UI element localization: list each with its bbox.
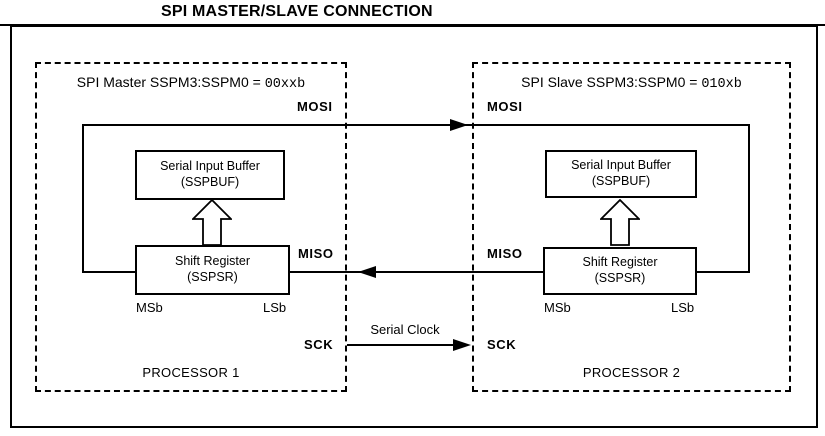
mosi-arrowhead-right-icon	[450, 119, 468, 131]
master-header: SPI Master SSPM3:SSPM0 = 00xxb	[35, 74, 347, 92]
master-lsb-label: LSb	[263, 300, 287, 315]
master-processor-label: PROCESSOR 1	[142, 365, 240, 380]
master-elbow-vertical-wire	[82, 124, 84, 273]
slave-header: SPI Slave SSPM3:SSPM0 = 010xb	[472, 74, 791, 92]
slave-elbow-horizontal-wire	[697, 271, 750, 273]
miso-arrowhead-left-icon	[358, 266, 376, 278]
master-sspsr-box: Shift Register (SSPSR)	[135, 245, 290, 295]
slave-sspsr-box: Shift Register (SSPSR)	[543, 247, 697, 295]
master-elbow-horizontal-wire	[82, 271, 135, 273]
slave-miso-pin-label: MISO	[487, 246, 523, 261]
slave-sck-pin-label: SCK	[487, 337, 517, 352]
slave-block-up-arrow-icon	[600, 199, 640, 246]
master-miso-pin-label: MISO	[298, 246, 334, 261]
slave-sspsr-line2: (SSPSR)	[594, 271, 646, 285]
master-mode-value: 00xxb	[264, 77, 306, 92]
slave-sspsr-line1: Shift Register	[582, 255, 658, 270]
master-sspsr-line2: (SSPSR)	[187, 270, 238, 284]
figure-title: SPI MASTER/SLAVE CONNECTION	[161, 3, 433, 20]
slave-msb-label: MSb	[544, 300, 571, 315]
sck-arrowhead-right-icon	[453, 339, 471, 351]
master-sspsr-line1: Shift Register	[174, 254, 251, 269]
slave-sspbuf-box: Serial Input Buffer (SSPBUF)	[545, 150, 697, 198]
slave-processor-label: PROCESSOR 2	[582, 365, 681, 380]
slave-mode-value: 010xb	[701, 77, 742, 92]
master-header-text: SPI Master SSPM3:SSPM0 =	[76, 74, 265, 90]
slave-lsb-label: LSb	[671, 300, 695, 315]
master-sck-pin-label: SCK	[304, 337, 334, 352]
serial-clock-label: Serial Clock	[370, 322, 440, 337]
master-sspbuf-box: Serial Input Buffer (SSPBUF)	[135, 150, 285, 200]
slave-sspbuf-line2: (SSPBUF)	[591, 174, 651, 188]
slave-elbow-vertical-wire	[748, 124, 750, 273]
master-mosi-pin-label: MOSI	[297, 99, 333, 114]
sck-wire	[347, 344, 457, 346]
master-block-up-arrow-icon	[192, 199, 232, 246]
slave-sspbuf-line1: Serial Input Buffer	[571, 158, 671, 173]
mosi-wire	[82, 124, 750, 126]
master-processor-box	[35, 62, 347, 392]
master-sspbuf-line1: Serial Input Buffer	[160, 159, 260, 174]
master-msb-label: MSb	[136, 300, 163, 315]
miso-wire	[290, 271, 543, 273]
master-sspbuf-line2: (SSPBUF)	[180, 175, 240, 189]
slave-processor-box	[472, 62, 791, 392]
slave-header-text: SPI Slave SSPM3:SSPM0 =	[521, 74, 702, 90]
figure-frame	[10, 25, 818, 428]
slave-mosi-pin-label: MOSI	[487, 99, 523, 114]
